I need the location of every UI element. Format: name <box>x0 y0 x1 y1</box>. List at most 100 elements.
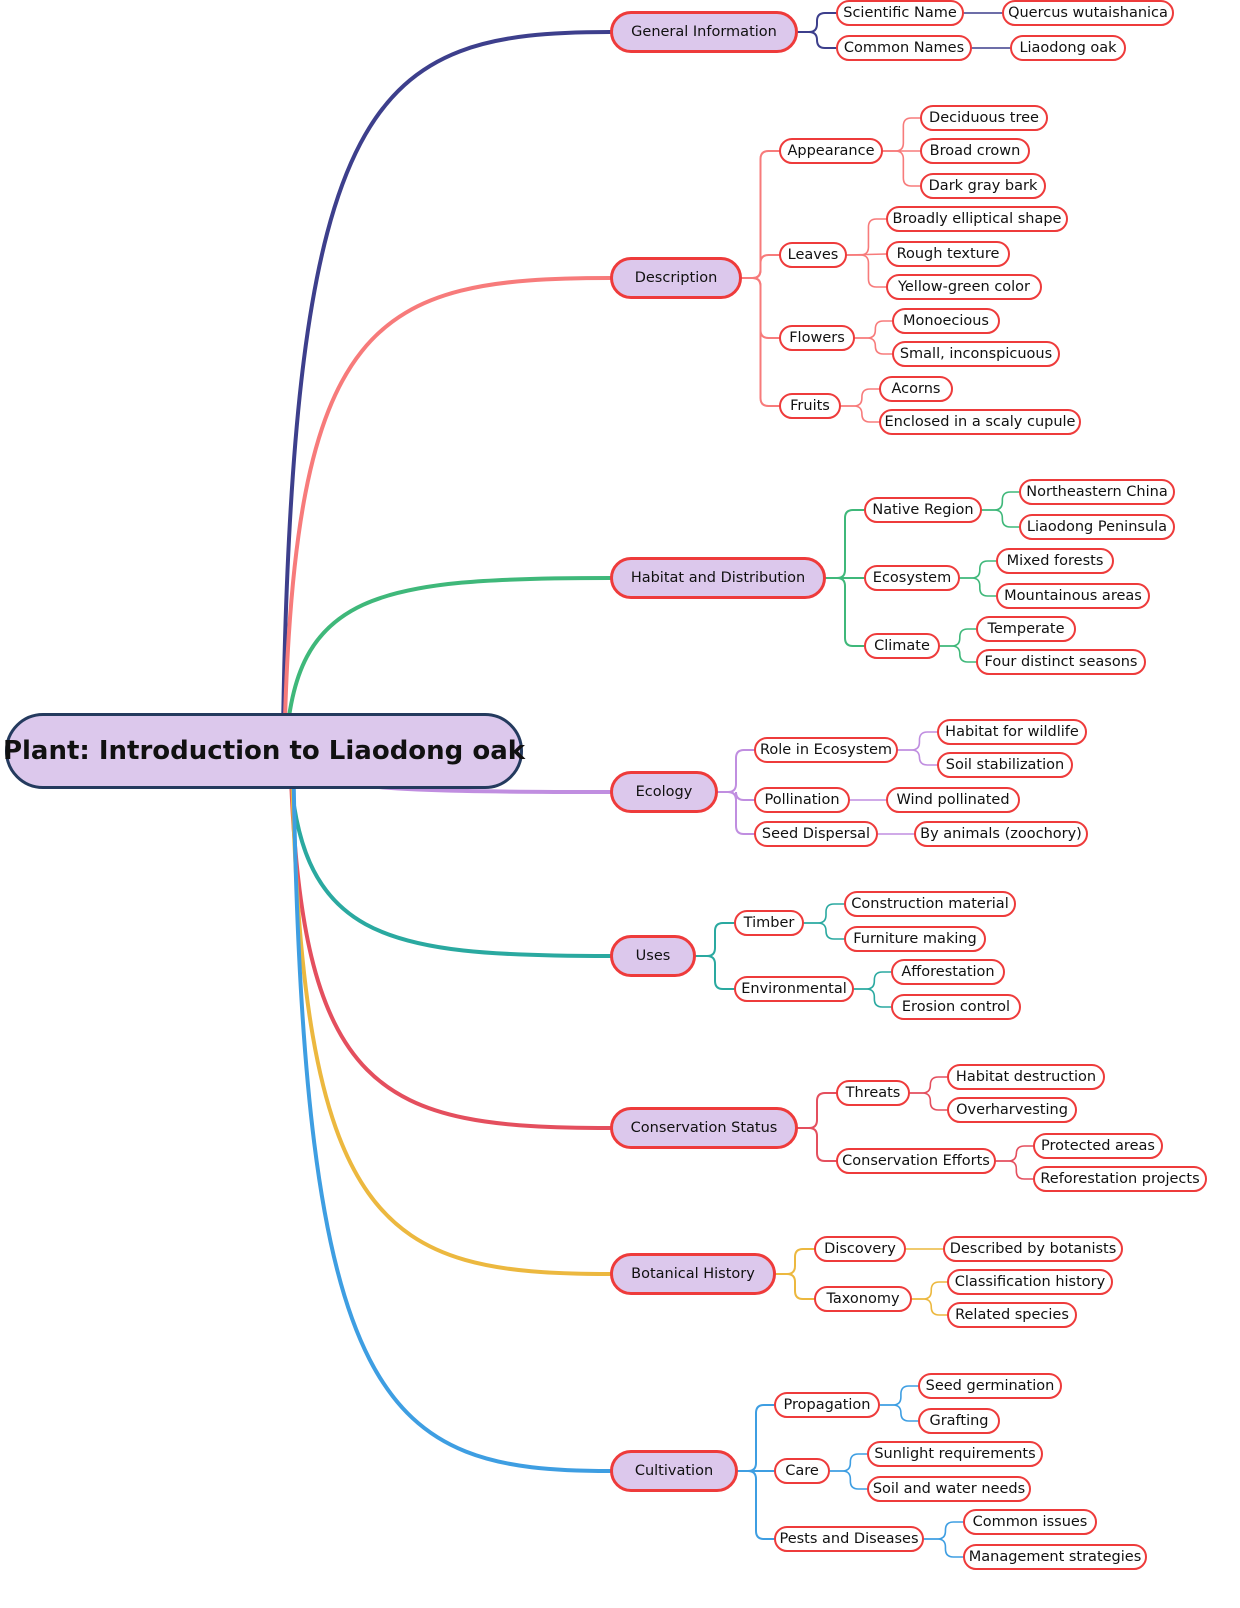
leaf-topic[interactable]: Mountainous areas <box>996 583 1150 609</box>
leaf-connector <box>981 491 1020 511</box>
subtopic[interactable]: Threats <box>836 1080 910 1106</box>
leaf-topic[interactable]: Classification history <box>947 1269 1113 1295</box>
leaf-topic[interactable]: Grafting <box>918 1408 1000 1434</box>
main-topic-general-information[interactable]: General Information <box>610 11 798 53</box>
branch-connector-description <box>282 276 612 753</box>
leaf-connector <box>909 1076 948 1094</box>
leaf-connector <box>897 731 938 751</box>
subtopic[interactable]: Pollination <box>754 787 850 813</box>
leaf-connector <box>911 1281 948 1300</box>
leaf-connector <box>939 645 977 663</box>
leaf-topic[interactable]: Habitat for wildlife <box>937 719 1087 745</box>
leaf-connector <box>829 1453 868 1472</box>
subtopic[interactable]: Timber <box>734 910 804 936</box>
main-topic-ecology[interactable]: Ecology <box>610 771 718 813</box>
leaf-topic[interactable]: Rough texture <box>886 241 1010 267</box>
subtopic[interactable]: Seed Dispersal <box>754 821 878 847</box>
leaf-topic[interactable]: Dark gray bark <box>920 173 1046 199</box>
leaf-topic[interactable]: Protected areas <box>1033 1133 1163 1159</box>
leaf-topic[interactable]: Liaodong oak <box>1010 35 1126 61</box>
leaf-topic[interactable]: Small, inconspicuous <box>892 341 1060 367</box>
leaf-topic[interactable]: Liaodong Peninsula <box>1019 514 1175 540</box>
leaf-topic[interactable]: Temperate <box>976 616 1076 642</box>
leaf-topic[interactable]: By animals (zoochory) <box>914 821 1088 847</box>
leaf-topic[interactable]: Soil and water needs <box>867 1476 1031 1502</box>
root-topic[interactable]: Plant: Introduction to Liaodong oak <box>3 713 525 789</box>
branch-connector-cultivation <box>291 749 612 1473</box>
subtopic[interactable]: Fruits <box>779 393 841 419</box>
sub-connector <box>717 749 755 793</box>
sub-connector <box>695 922 735 957</box>
subtopic[interactable]: Climate <box>864 633 940 659</box>
subtopic[interactable]: Discovery <box>814 1236 906 1262</box>
leaf-connector <box>853 971 892 990</box>
subtopic[interactable]: Taxonomy <box>814 1286 912 1312</box>
leaf-topic[interactable]: Management strategies <box>963 1544 1147 1570</box>
sub-connector <box>825 509 865 579</box>
leaf-connector <box>882 150 921 187</box>
leaf-connector <box>803 903 845 924</box>
sub-connector <box>737 1470 775 1540</box>
leaf-topic[interactable]: Acorns <box>879 376 953 402</box>
leaf-topic[interactable]: Four distinct seasons <box>976 649 1146 675</box>
subtopic[interactable]: Pests and Diseases <box>774 1526 924 1552</box>
sub-connector <box>741 254 780 279</box>
leaf-topic[interactable]: Construction material <box>844 891 1016 917</box>
subtopic[interactable]: Role in Ecosystem <box>754 737 898 763</box>
subtopic[interactable]: Scientific Name <box>836 0 964 26</box>
subtopic[interactable]: Conservation Efforts <box>836 1148 996 1174</box>
main-topic-cultivation[interactable]: Cultivation <box>610 1450 738 1492</box>
sub-connector <box>717 791 755 835</box>
leaf-topic[interactable]: Monoecious <box>892 308 1000 334</box>
subtopic[interactable]: Native Region <box>864 497 982 523</box>
sub-connector <box>825 577 865 647</box>
leaf-topic[interactable]: Wind pollinated <box>886 787 1020 813</box>
leaf-topic[interactable]: Broadly elliptical shape <box>886 206 1068 232</box>
subtopic[interactable]: Common Names <box>836 35 972 61</box>
subtopic[interactable]: Flowers <box>779 325 855 351</box>
leaf-topic[interactable]: Deciduous tree <box>920 105 1048 131</box>
subtopic[interactable]: Ecosystem <box>864 565 960 591</box>
leaf-connector <box>995 1145 1034 1162</box>
leaf-topic[interactable]: Described by botanists <box>943 1236 1123 1262</box>
leaf-connector <box>846 254 887 288</box>
leaf-topic[interactable]: Seed germination <box>918 1373 1062 1399</box>
leaf-topic[interactable]: Habitat destruction <box>947 1064 1105 1090</box>
branch-connector-conservation-status <box>288 749 612 1130</box>
leaf-topic[interactable]: Quercus wutaishanica <box>1002 0 1174 26</box>
leaf-topic[interactable]: Yellow-green color <box>886 274 1042 300</box>
leaf-topic[interactable]: Related species <box>947 1302 1077 1328</box>
leaf-connector <box>829 1470 868 1490</box>
leaf-connector <box>995 1160 1034 1180</box>
sub-connector <box>695 955 735 990</box>
subtopic[interactable]: Leaves <box>779 242 847 268</box>
subtopic[interactable]: Environmental <box>734 976 854 1002</box>
leaf-topic[interactable]: Furniture making <box>844 926 986 952</box>
leaf-topic[interactable]: Erosion control <box>891 994 1021 1020</box>
leaf-topic[interactable]: Overharvesting <box>947 1097 1077 1123</box>
branch-connector-uses <box>286 749 612 958</box>
main-topic-botanical-history[interactable]: Botanical History <box>610 1253 776 1295</box>
leaf-topic[interactable]: Broad crown <box>920 138 1030 164</box>
leaf-topic[interactable]: Enclosed in a scaly cupule <box>879 409 1081 435</box>
main-topic-conservation-status[interactable]: Conservation Status <box>610 1107 798 1149</box>
leaf-topic[interactable]: Sunlight requirements <box>867 1441 1043 1467</box>
subtopic[interactable]: Propagation <box>774 1392 880 1418</box>
leaf-topic[interactable]: Common issues <box>963 1509 1097 1535</box>
sub-connector <box>737 1404 775 1472</box>
leaf-topic[interactable]: Northeastern China <box>1019 479 1175 505</box>
subtopic[interactable]: Care <box>774 1458 830 1484</box>
main-topic-description[interactable]: Description <box>610 257 742 299</box>
main-topic-uses[interactable]: Uses <box>610 935 696 977</box>
leaf-connector <box>911 1298 948 1316</box>
leaf-topic[interactable]: Afforestation <box>891 959 1005 985</box>
leaf-connector <box>882 117 921 152</box>
main-topic-habitat-and-distribution[interactable]: Habitat and Distribution <box>610 557 826 599</box>
leaf-connector <box>840 388 880 407</box>
leaf-topic[interactable]: Reforestation projects <box>1033 1166 1207 1192</box>
subtopic[interactable]: Appearance <box>779 138 883 164</box>
leaf-topic[interactable]: Soil stabilization <box>937 752 1073 778</box>
branch-connector-botanical-history <box>289 749 612 1276</box>
leaf-connector <box>879 1404 919 1422</box>
leaf-topic[interactable]: Mixed forests <box>996 548 1114 574</box>
